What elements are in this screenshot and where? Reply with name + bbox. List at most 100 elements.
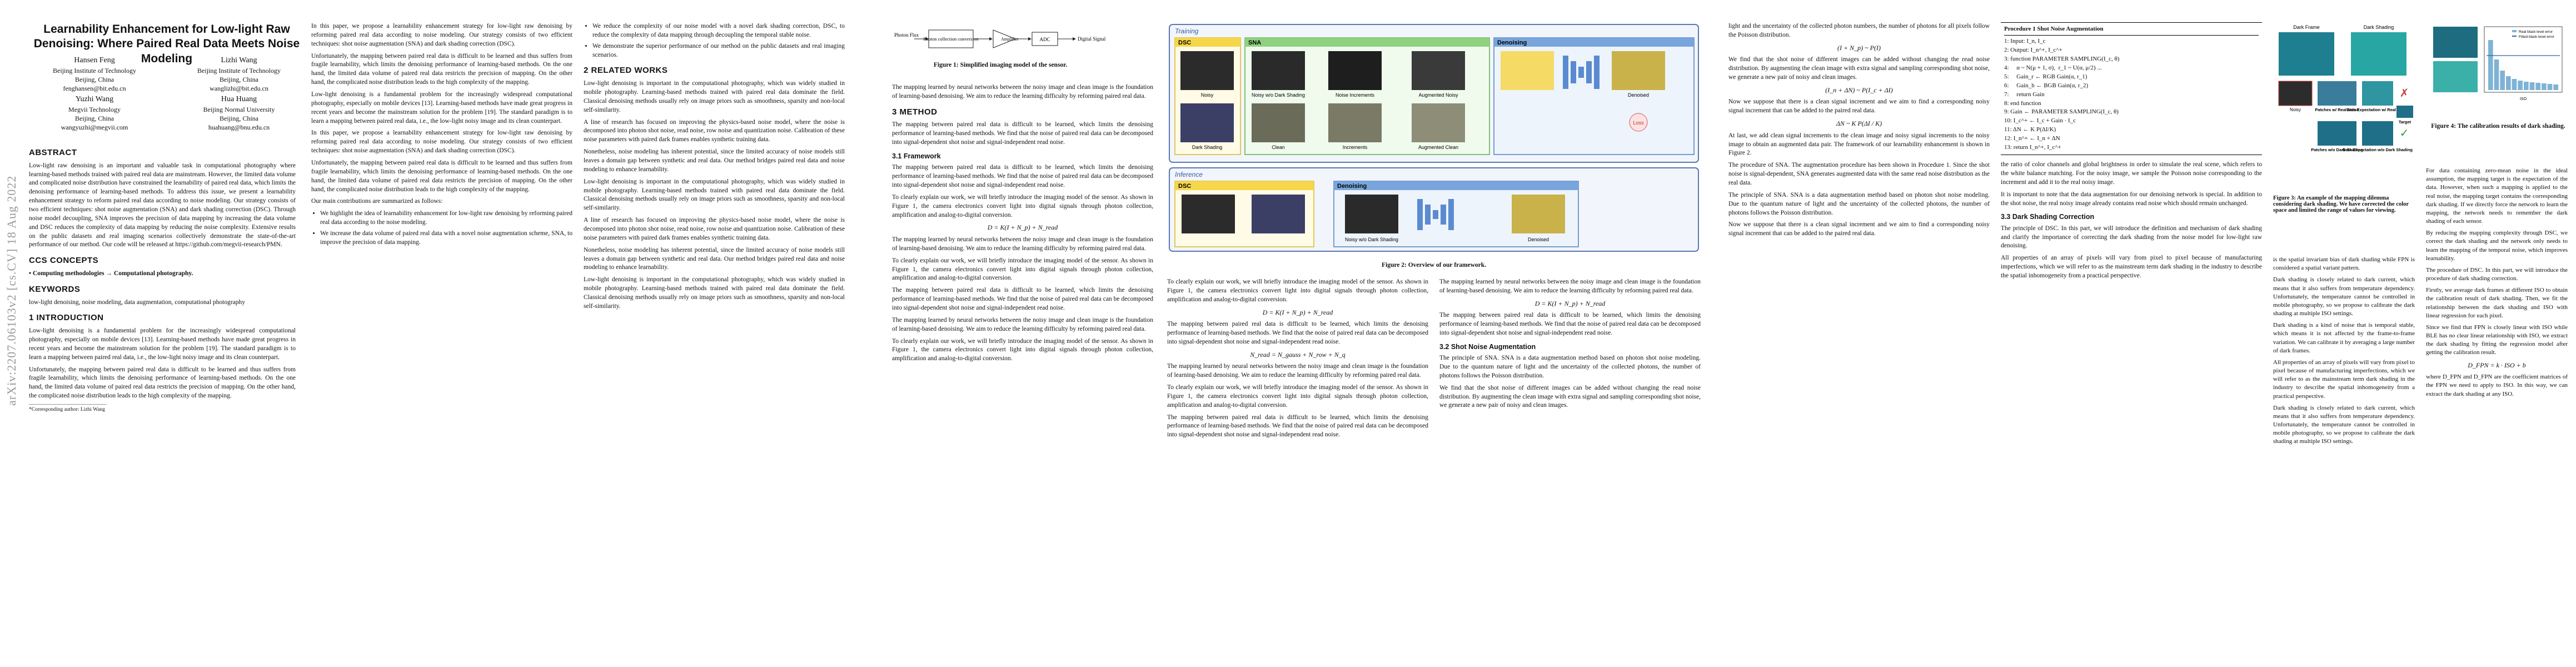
procedure-title: Procedure 1 Shot Noise Augmentation <box>2004 25 2259 36</box>
amplifier-symbol <box>993 29 1017 48</box>
figure-4-caption: Figure 4: The calibration results of dar… <box>2431 123 2565 130</box>
loss-label: Loss <box>1633 120 1644 126</box>
related-paragraph: Nonetheless, noise modeling has inherent… <box>584 148 845 173</box>
body-paragraph: where D_FPN and D_FPN are the coefficien… <box>2426 374 2568 397</box>
photon-label: Photon Flux <box>894 32 919 38</box>
calibration-bar <box>2524 82 2529 90</box>
calibration-bar <box>2553 84 2558 90</box>
body-paragraph: Dark shading is a kind of noise that is … <box>2273 322 2415 354</box>
photon-collection-box <box>928 29 974 48</box>
noisy-label: Noisy <box>1201 92 1214 98</box>
equation: D = K(I + N_p) + N_read <box>1534 299 1606 307</box>
related-paragraph: Low-light denoising is important in the … <box>584 178 845 212</box>
body-paragraph: The mapping between paired real data is … <box>1439 312 1701 336</box>
dsc-label: DSC <box>1178 39 1191 46</box>
body-paragraph: The mapping learned by neural networks b… <box>1167 363 1428 379</box>
section-heading-dsc: 3.3 Dark Shading Correction <box>2001 213 2095 221</box>
page-3: light and the uncertainty of the collect… <box>1717 0 2576 667</box>
author-city: Beijing, China <box>75 115 114 123</box>
mapping-dilemma-figure: Dark Frame Dark Shading Noisy Patches w/… <box>2278 24 2413 152</box>
calibration-bar <box>2542 83 2547 90</box>
body-paragraph: To clearly explain our work, we will bri… <box>892 193 1153 218</box>
calibration-bar <box>2518 81 2523 90</box>
author-4: Hua Huang Beijing Normal University Beij… <box>172 94 306 132</box>
body-paragraph: To clearly explain our work, we will bri… <box>892 257 1153 282</box>
denoising-header <box>1494 38 1694 47</box>
body-paragraph: We find that the shot noise of different… <box>1728 56 1990 81</box>
body-paragraph: By reducing the mapping complexity throu… <box>2426 230 2568 262</box>
contributions-list: We highlight the idea of learnability en… <box>311 210 572 247</box>
contributions-intro: Our main contributions are summarized as… <box>311 198 443 205</box>
dark-shading-image <box>2351 32 2406 76</box>
legend-swatch-real <box>2512 30 2517 32</box>
inference-output-label: Denoised <box>1528 237 1549 242</box>
calibration-bars <box>2488 40 2558 90</box>
figure-3: Dark Frame Dark Shading Noisy Patches w/… <box>2273 22 2418 245</box>
aug-clean-thumbnail <box>1412 103 1465 142</box>
list-item: We highlight the idea of learnability en… <box>320 210 572 227</box>
intro-paragraph: Low-light denoising is a fundamental pro… <box>29 327 296 361</box>
procedure-line: 3: function PARAMETER SAMPLING(I_c, θ) <box>2004 55 2120 62</box>
body-paragraph: The mapping between paired real data is … <box>892 164 1153 188</box>
body-paragraph: The mapping between paired real data is … <box>1167 321 1428 345</box>
imaging-model-diagram: Photon Flux Photon collection conversion… <box>894 29 1106 48</box>
calibration-bar <box>2547 84 2553 90</box>
column-9: is the spatial invariant bias of dark sh… <box>2273 256 2415 450</box>
body-paragraph: Dark shading is closely related to dark … <box>2273 404 2415 445</box>
patches-real-image <box>2318 81 2356 106</box>
author-email: wanglizhi@bit.edu.cn <box>210 84 268 93</box>
column-10: For data containing zero-mean noise in t… <box>2426 167 2568 402</box>
equation: N_read = N_gauss + N_row + N_q <box>1250 350 1346 359</box>
body-paragraph: light and the uncertainty of the collect… <box>1728 23 1990 38</box>
calibration-map-1 <box>2433 27 2478 58</box>
author-affiliation: Megvii Technology <box>68 105 121 113</box>
loss-node <box>1629 113 1648 132</box>
author-email: wangyuzhi@megvii.com <box>61 123 128 132</box>
body-paragraph: All properties of an array of pixels wil… <box>2001 255 2262 279</box>
intro-paragraph: Low-light denoising is a fundamental pro… <box>311 91 572 125</box>
inference-ds-thumbnail <box>1252 195 1305 233</box>
author-name: Hansen Feng <box>74 56 115 64</box>
column-7: light and the uncertainty of the collect… <box>1728 22 1990 242</box>
body-paragraph: Now we suppose that there is a clean sig… <box>1728 221 1990 237</box>
procedure-line: 11: ΔN ← K P(ΔI/K) <box>2004 126 2057 133</box>
list-item: We demonstrate the superior performance … <box>592 42 845 60</box>
calibration-map-2 <box>2433 61 2478 92</box>
procedure-line: 8: end function <box>2004 99 2041 107</box>
calibration-bar <box>2512 79 2517 90</box>
equation: D = K(I + N_p) + N_read <box>987 223 1058 232</box>
figure-3-caption: Figure 3: An example of the mapping dile… <box>2273 195 2409 213</box>
legend-real: Real black level error <box>2519 30 2553 34</box>
denoised-label: Denoised <box>1628 92 1649 98</box>
contributions-list: We reduce the complexity of our noise mo… <box>584 22 845 59</box>
section-heading-keywords: KEYWORDS <box>29 284 81 294</box>
inference-noisy-thumbnail <box>1182 195 1235 233</box>
procedure-line: 12: I_n^+ ← I_n + ΔN <box>2004 135 2060 142</box>
dark-shading-calibration-figure: Real black level error Fitted black leve… <box>2433 26 2563 101</box>
body-paragraph: The mapping learned by neural networks b… <box>892 84 1153 99</box>
adc-label: ADC <box>1039 37 1050 42</box>
related-paragraph: Nonetheless, noise modeling has inherent… <box>584 246 845 271</box>
column-1: ABSTRACT Low-light raw denoising is an i… <box>29 142 296 414</box>
body-paragraph: The mapping learned by neural networks b… <box>892 236 1153 252</box>
figure-2-caption: Figure 2: Overview of our framework. <box>1382 262 1486 268</box>
cross-icon: ✗ <box>2400 87 2409 99</box>
figure-1-caption: Figure 1: Simplified imaging model of th… <box>933 62 1068 68</box>
inference-label: Inference <box>1175 171 1203 178</box>
column-4: The mapping learned by neural networks b… <box>892 83 1153 367</box>
data-exp-real-image <box>2362 81 2393 106</box>
data-exp-real-label: Data Expectation w/ Real Noise <box>2346 107 2408 112</box>
list-item: We reduce the complexity of our noise mo… <box>592 22 845 40</box>
section-heading-abstract: ABSTRACT <box>29 148 77 157</box>
arxiv-stamp: arXiv:2207.06103v2 [cs.CV] 18 Aug 2022 <box>4 175 18 406</box>
equation: (I + N_p) ~ P(I) <box>1837 43 1881 52</box>
related-paragraph: A line of research has focused on improv… <box>584 118 845 143</box>
body-paragraph: Since we find that FPN is closely linear… <box>2426 323 2568 356</box>
procedure-line: 1: Input: I_n, I_c <box>2004 37 2046 44</box>
body-paragraph: All properties of an array of pixels wil… <box>2273 359 2415 400</box>
body-paragraph: The principle of SNA. SNA is a data augm… <box>1728 191 1990 216</box>
body-paragraph: The mapping between paired real data is … <box>1167 414 1428 439</box>
denoising-label: Denoising <box>1497 39 1527 46</box>
body-paragraph: The principle of SNA. SNA is a data augm… <box>1439 355 1701 379</box>
